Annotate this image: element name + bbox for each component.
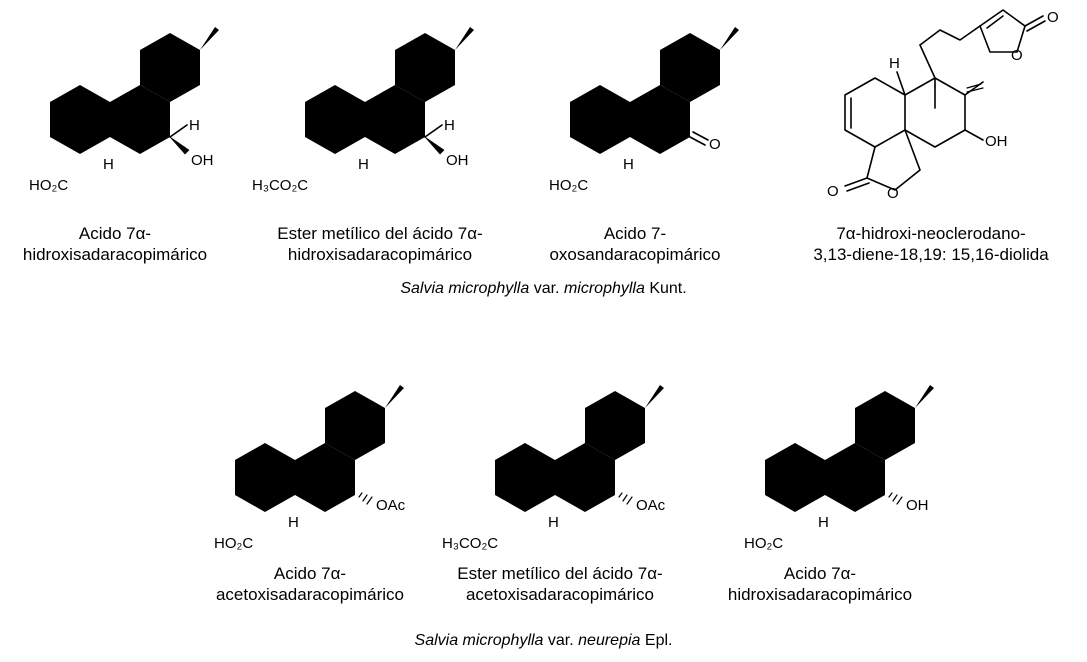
acetoxy-label: OAc <box>376 497 406 514</box>
carboxyl-label: HO₂C <box>29 177 68 194</box>
carboxyl-label: HO₂C <box>549 177 588 194</box>
h-label: H <box>651 106 662 123</box>
caption-molecule-3: Acido 7- oxosandaracopimárico <box>549 224 721 264</box>
h-label: H <box>316 464 327 481</box>
h-label: H <box>103 156 114 173</box>
carboxyl-label: HO₂C <box>214 535 253 552</box>
species-label-2: Salvia microphylla var. neurepia Epl. <box>414 632 673 649</box>
caption-molecule-7: Acido 7α- hidroxisadaracopimárico <box>727 564 913 604</box>
molecule-4-structure: O O OH H O O <box>827 9 1059 202</box>
h-label: H <box>846 464 857 481</box>
ester-label: H₃CO₂C <box>442 535 498 552</box>
acetoxy-label: OAc <box>636 497 666 514</box>
h-label: H <box>623 156 634 173</box>
species-label-1: Salvia microphylla var. microphylla Kunt… <box>400 280 687 297</box>
caption-molecule-6: Ester metílico del ácido 7α- acetoxisada… <box>457 564 663 604</box>
caption-molecule-4: 7α-hidroxi-neoclerodano- 3,13-diene-18,1… <box>813 224 1049 264</box>
caption-molecule-2: Ester metílico del ácido 7α- hidroxisada… <box>277 224 483 264</box>
molecule-7-structure: OH H H HO₂C <box>744 385 951 552</box>
oxo-label: O <box>709 136 721 153</box>
molecule-2-structure: H OH H H H₃CO₂C <box>252 27 491 194</box>
molecule-6-structure: OAc H H H₃CO₂C <box>442 385 681 552</box>
hydroxyl-label: OH <box>906 497 929 514</box>
h-label: H <box>444 117 455 134</box>
lactone-ring-o: O <box>1011 47 1023 64</box>
h-label: H <box>818 514 829 531</box>
h-label: H <box>889 55 900 72</box>
molecule-5-structure: OAc H H HO₂C <box>214 385 421 552</box>
caption-molecule-1: Acido 7α- hidroxisadaracopimárico <box>22 224 208 264</box>
h-label: H <box>131 106 142 123</box>
h-label: H <box>576 464 587 481</box>
caption-molecule-5: Acido 7α- acetoxisadaracopimárico <box>215 564 405 604</box>
carboxyl-label: HO₂C <box>744 535 783 552</box>
hydroxyl-label: OH <box>985 133 1008 150</box>
molecule-3-structure: O H H HO₂C <box>549 27 756 194</box>
molecule-1-structure: H OH H H HO₂C <box>29 27 236 194</box>
ester-label: H₃CO₂C <box>252 177 308 194</box>
h-label: H <box>386 106 397 123</box>
h-label: H <box>548 514 559 531</box>
lactone-carbonyl-o: O <box>1047 9 1059 26</box>
hydroxyl-label: OH <box>446 152 469 169</box>
h-label: H <box>358 156 369 173</box>
hydroxyl-label: OH <box>191 152 214 169</box>
h-label: H <box>189 117 200 134</box>
lactone-carbonyl-o: O <box>827 183 839 200</box>
lactone-ring-o: O <box>887 185 899 202</box>
h-label: H <box>288 514 299 531</box>
